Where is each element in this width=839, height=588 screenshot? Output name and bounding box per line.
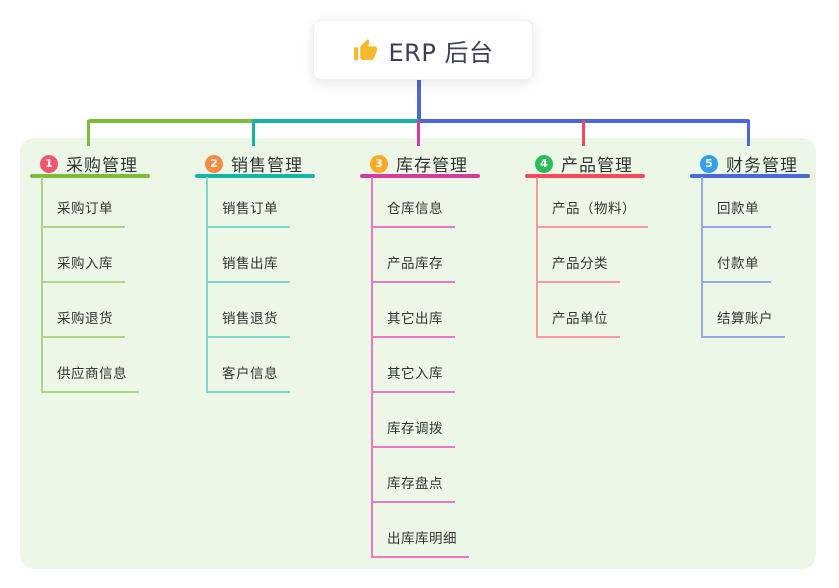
child-item: 产品库存 (371, 228, 469, 283)
child-item-label[interactable]: 回款单 (701, 197, 771, 228)
branch-number-badge: 4 (535, 154, 553, 173)
branch-underline (30, 174, 150, 178)
child-item-label[interactable]: 出库库明细 (371, 527, 469, 558)
branch-underline (195, 174, 315, 178)
child-item: 产品单位 (536, 283, 648, 338)
child-item: 结算账户 (701, 283, 785, 338)
child-item-label[interactable]: 产品（物料） (536, 197, 648, 228)
children-connector-line (371, 177, 373, 558)
branch-drop-line-finance-management (746, 120, 750, 146)
child-item-label[interactable]: 产品单位 (536, 307, 620, 338)
child-item-label[interactable]: 供应商信息 (41, 362, 139, 393)
branch-title-inventory-management[interactable]: 库存管理 (396, 156, 468, 176)
branch-title-sales-management[interactable]: 销售管理 (231, 156, 303, 176)
child-item: 产品分类 (536, 228, 648, 283)
child-item-label[interactable]: 结算账户 (701, 307, 785, 338)
branch-drop-line-purchase-management (86, 120, 90, 146)
branches-panel (20, 138, 816, 569)
child-item-label[interactable]: 产品分类 (536, 252, 620, 283)
child-item-label[interactable]: 产品库存 (371, 252, 455, 283)
child-item-label[interactable]: 销售订单 (206, 197, 290, 228)
bus-segment-left-outer (88, 119, 255, 123)
child-item: 供应商信息 (41, 338, 139, 393)
child-item-label[interactable]: 其它出库 (371, 307, 455, 338)
child-item: 采购入库 (41, 228, 139, 283)
branch-children: 回款单付款单结算账户 (701, 173, 785, 338)
root-node-label: ERP 后台 (388, 38, 494, 67)
child-item: 库存盘点 (371, 448, 469, 503)
branch-underline (360, 174, 480, 178)
branch-drop-line-sales-management (251, 120, 255, 146)
branch-children: 仓库信息产品库存其它出库其它入库库存调拨库存盘点出库库明细 (371, 173, 469, 558)
child-item: 出库库明细 (371, 503, 469, 558)
root-node[interactable]: ERP 后台 (313, 20, 533, 80)
branch-number-badge: 5 (700, 154, 718, 173)
child-item: 库存调拨 (371, 393, 469, 448)
child-item-label[interactable]: 库存调拨 (371, 417, 455, 448)
branch-underline (525, 174, 645, 178)
branch-title-purchase-management[interactable]: 采购管理 (66, 156, 138, 176)
child-item: 销售退货 (206, 283, 290, 338)
child-item: 采购订单 (41, 173, 139, 228)
child-item-label[interactable]: 付款单 (701, 252, 771, 283)
child-item-label[interactable]: 采购退货 (41, 307, 125, 338)
child-item-label[interactable]: 采购入库 (41, 252, 125, 283)
child-item-label[interactable]: 客户信息 (206, 362, 290, 393)
child-item: 客户信息 (206, 338, 290, 393)
child-item: 其它入库 (371, 338, 469, 393)
child-item: 仓库信息 (371, 173, 469, 228)
branch-children: 产品（物料） 产品分类产品单位 (536, 173, 648, 338)
child-item: 其它出库 (371, 283, 469, 338)
child-item: 销售出库 (206, 228, 290, 283)
children-connector-line (206, 177, 208, 393)
branch-drop-line-product-management (581, 120, 585, 146)
branch-number-badge: 3 (370, 154, 388, 173)
child-item: 产品（物料） (536, 173, 648, 228)
child-item: 采购退货 (41, 283, 139, 338)
child-item: 回款单 (701, 173, 785, 228)
child-item-label[interactable]: 销售退货 (206, 307, 290, 338)
branch-number-badge: 2 (205, 154, 223, 173)
branch-underline (690, 174, 810, 178)
child-item-label[interactable]: 其它入库 (371, 362, 455, 393)
children-connector-line (41, 177, 43, 393)
child-item-label[interactable]: 仓库信息 (371, 197, 455, 228)
root-vertical-line (417, 79, 421, 122)
child-item-label[interactable]: 采购订单 (41, 197, 125, 228)
branch-children: 销售订单销售出库销售退货客户信息 (206, 173, 290, 393)
branch-title-finance-management[interactable]: 财务管理 (726, 156, 798, 176)
branch-title-product-management[interactable]: 产品管理 (561, 156, 633, 176)
branch-children: 采购订单采购入库采购退货供应商信息 (41, 173, 139, 393)
branch-drop-line-inventory-management (416, 120, 420, 146)
child-item: 销售订单 (206, 173, 290, 228)
children-connector-line (701, 177, 703, 338)
bus-segment-left-inner (253, 119, 419, 123)
branch-number-badge: 1 (40, 154, 58, 173)
child-item-label[interactable]: 库存盘点 (371, 472, 455, 503)
child-item-label[interactable]: 销售出库 (206, 252, 290, 283)
thumbs-up-icon (353, 38, 378, 63)
children-connector-line (536, 177, 538, 338)
child-item: 付款单 (701, 228, 785, 283)
